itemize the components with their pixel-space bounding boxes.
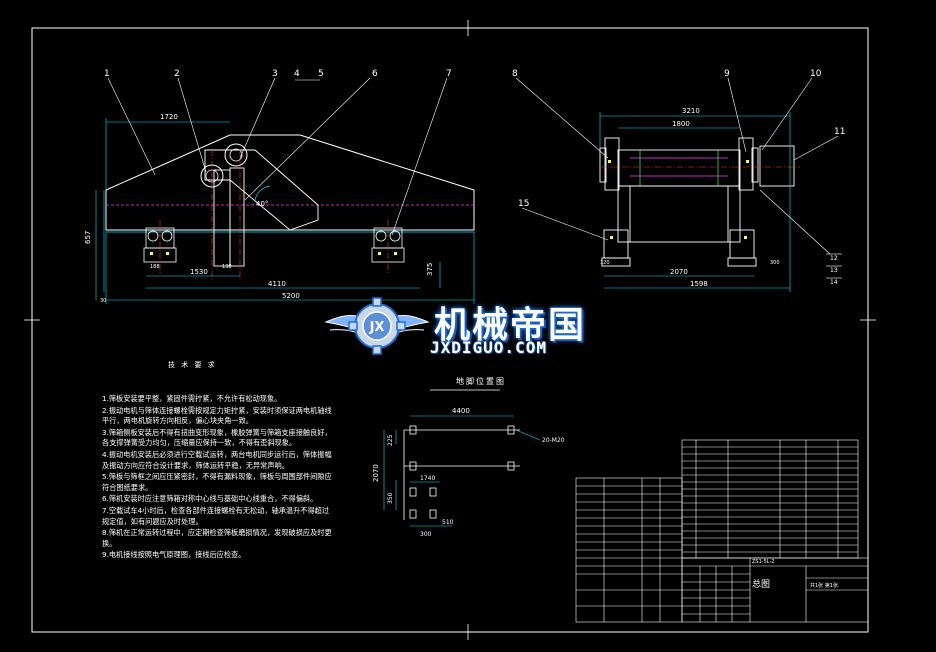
front-view: [95, 77, 475, 304]
watermark: JX 机械帝国 JXDIGUO.COM: [322, 292, 622, 362]
notes-title: 技 术 要 求: [168, 361, 217, 369]
watermark-subtitle: JXDIGUO.COM: [430, 338, 547, 357]
note-item: 2.振动电机与筛体连接螺栓需按规定力矩拧紧，安装时须保证两电机轴线平行，两电机旋…: [102, 405, 332, 426]
note-item: 9.电机接线按照电气原理图，接线后应检查。: [102, 550, 246, 560]
logo-monogram: JX: [369, 320, 385, 335]
note-item: 7.空载试车4小时后，检查各部件连接螺栓有无松动，轴承温升不得超过规定值，如有问…: [102, 505, 330, 526]
technical-notes: 1.筛板安装要平整，紧固件需拧紧，不允许有松动现象。 2.振动电机与筛体连接螺栓…: [102, 394, 332, 562]
note-item: 6.筛机安装时应注意筛箱对称中心线与基础中心线重合，不得偏斜。: [102, 494, 318, 504]
title-block: [575, 439, 869, 623]
gear-wings-logo-icon: JX: [324, 297, 430, 355]
drawing-frame: [31, 27, 869, 633]
side-view: [515, 77, 842, 292]
note-item: 3.筛箱侧板安装后不得有扭曲变形现象，橡胶弹簧与筛箱支座接触良好，各支撑弹簧受力…: [102, 427, 332, 448]
note-item: 4.振动电机安装后必须进行空载试运转，两台电机同步运行后，筛体振幅及振动方向应符…: [102, 449, 332, 470]
note-item: 1.筛板安装要平整，紧固件需拧紧，不允许有松动现象。: [102, 394, 282, 403]
anchor-plan-title: 地脚位置图: [456, 377, 506, 386]
note-item: 5.筛板与筛框之间应压紧密封，不得有漏料现象，筛板与周围部件间隙应符合图纸要求。: [102, 472, 332, 492]
note-item: 8.筛机在正常运转过程中，应定期检查筛板磨损情况，发现破损应及时更换。: [102, 528, 332, 548]
watermark-title: 机械帝国: [434, 305, 587, 346]
anchor-plan: [383, 389, 541, 527]
